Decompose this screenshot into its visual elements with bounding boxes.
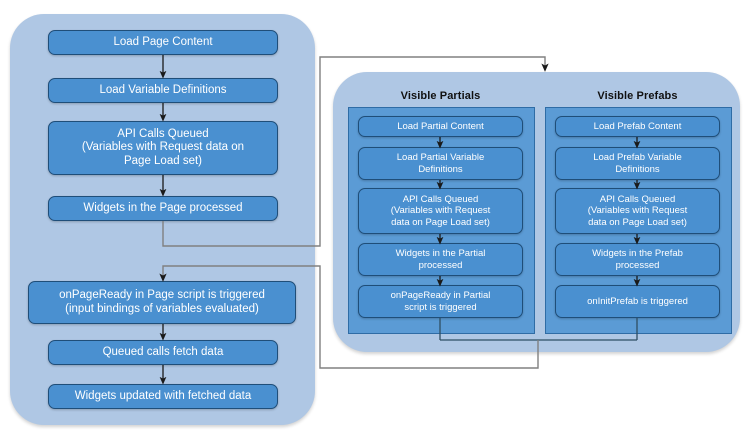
- step-onpageready-page[interactable]: onPageReady in Page script is triggered …: [28, 281, 296, 324]
- step-queued-calls-fetch-data[interactable]: Queued calls fetch data: [48, 340, 278, 365]
- step-api-calls-queued-prefab[interactable]: API Calls Queued (Variables with Request…: [555, 188, 720, 234]
- step-load-variable-definitions[interactable]: Load Variable Definitions: [48, 78, 278, 103]
- step-widgets-in-prefab-processed[interactable]: Widgets in the Prefab processed: [555, 243, 720, 276]
- step-load-prefab-content[interactable]: Load Prefab Content: [555, 116, 720, 137]
- step-api-calls-queued-partial[interactable]: API Calls Queued (Variables with Request…: [358, 188, 523, 234]
- step-oninitprefab[interactable]: onInitPrefab is triggered: [555, 285, 720, 318]
- step-onpageready-partial[interactable]: onPageReady in Partial script is trigger…: [358, 285, 523, 318]
- step-load-partial-content[interactable]: Load Partial Content: [358, 116, 523, 137]
- step-widgets-in-partial-processed[interactable]: Widgets in the Partial processed: [358, 243, 523, 276]
- step-widgets-updated-fetched-data[interactable]: Widgets updated with fetched data: [48, 384, 278, 409]
- step-load-partial-variable-definitions[interactable]: Load Partial Variable Definitions: [358, 147, 523, 180]
- step-load-page-content[interactable]: Load Page Content: [48, 30, 278, 55]
- group-title-visible-prefabs: Visible Prefabs: [597, 90, 678, 102]
- group-title-visible-partials: Visible Partials: [400, 90, 481, 102]
- step-widgets-in-page-processed[interactable]: Widgets in the Page processed: [48, 196, 278, 221]
- step-load-prefab-variable-definitions[interactable]: Load Prefab Variable Definitions: [555, 147, 720, 180]
- step-api-calls-queued-page[interactable]: API Calls Queued (Variables with Request…: [48, 121, 278, 175]
